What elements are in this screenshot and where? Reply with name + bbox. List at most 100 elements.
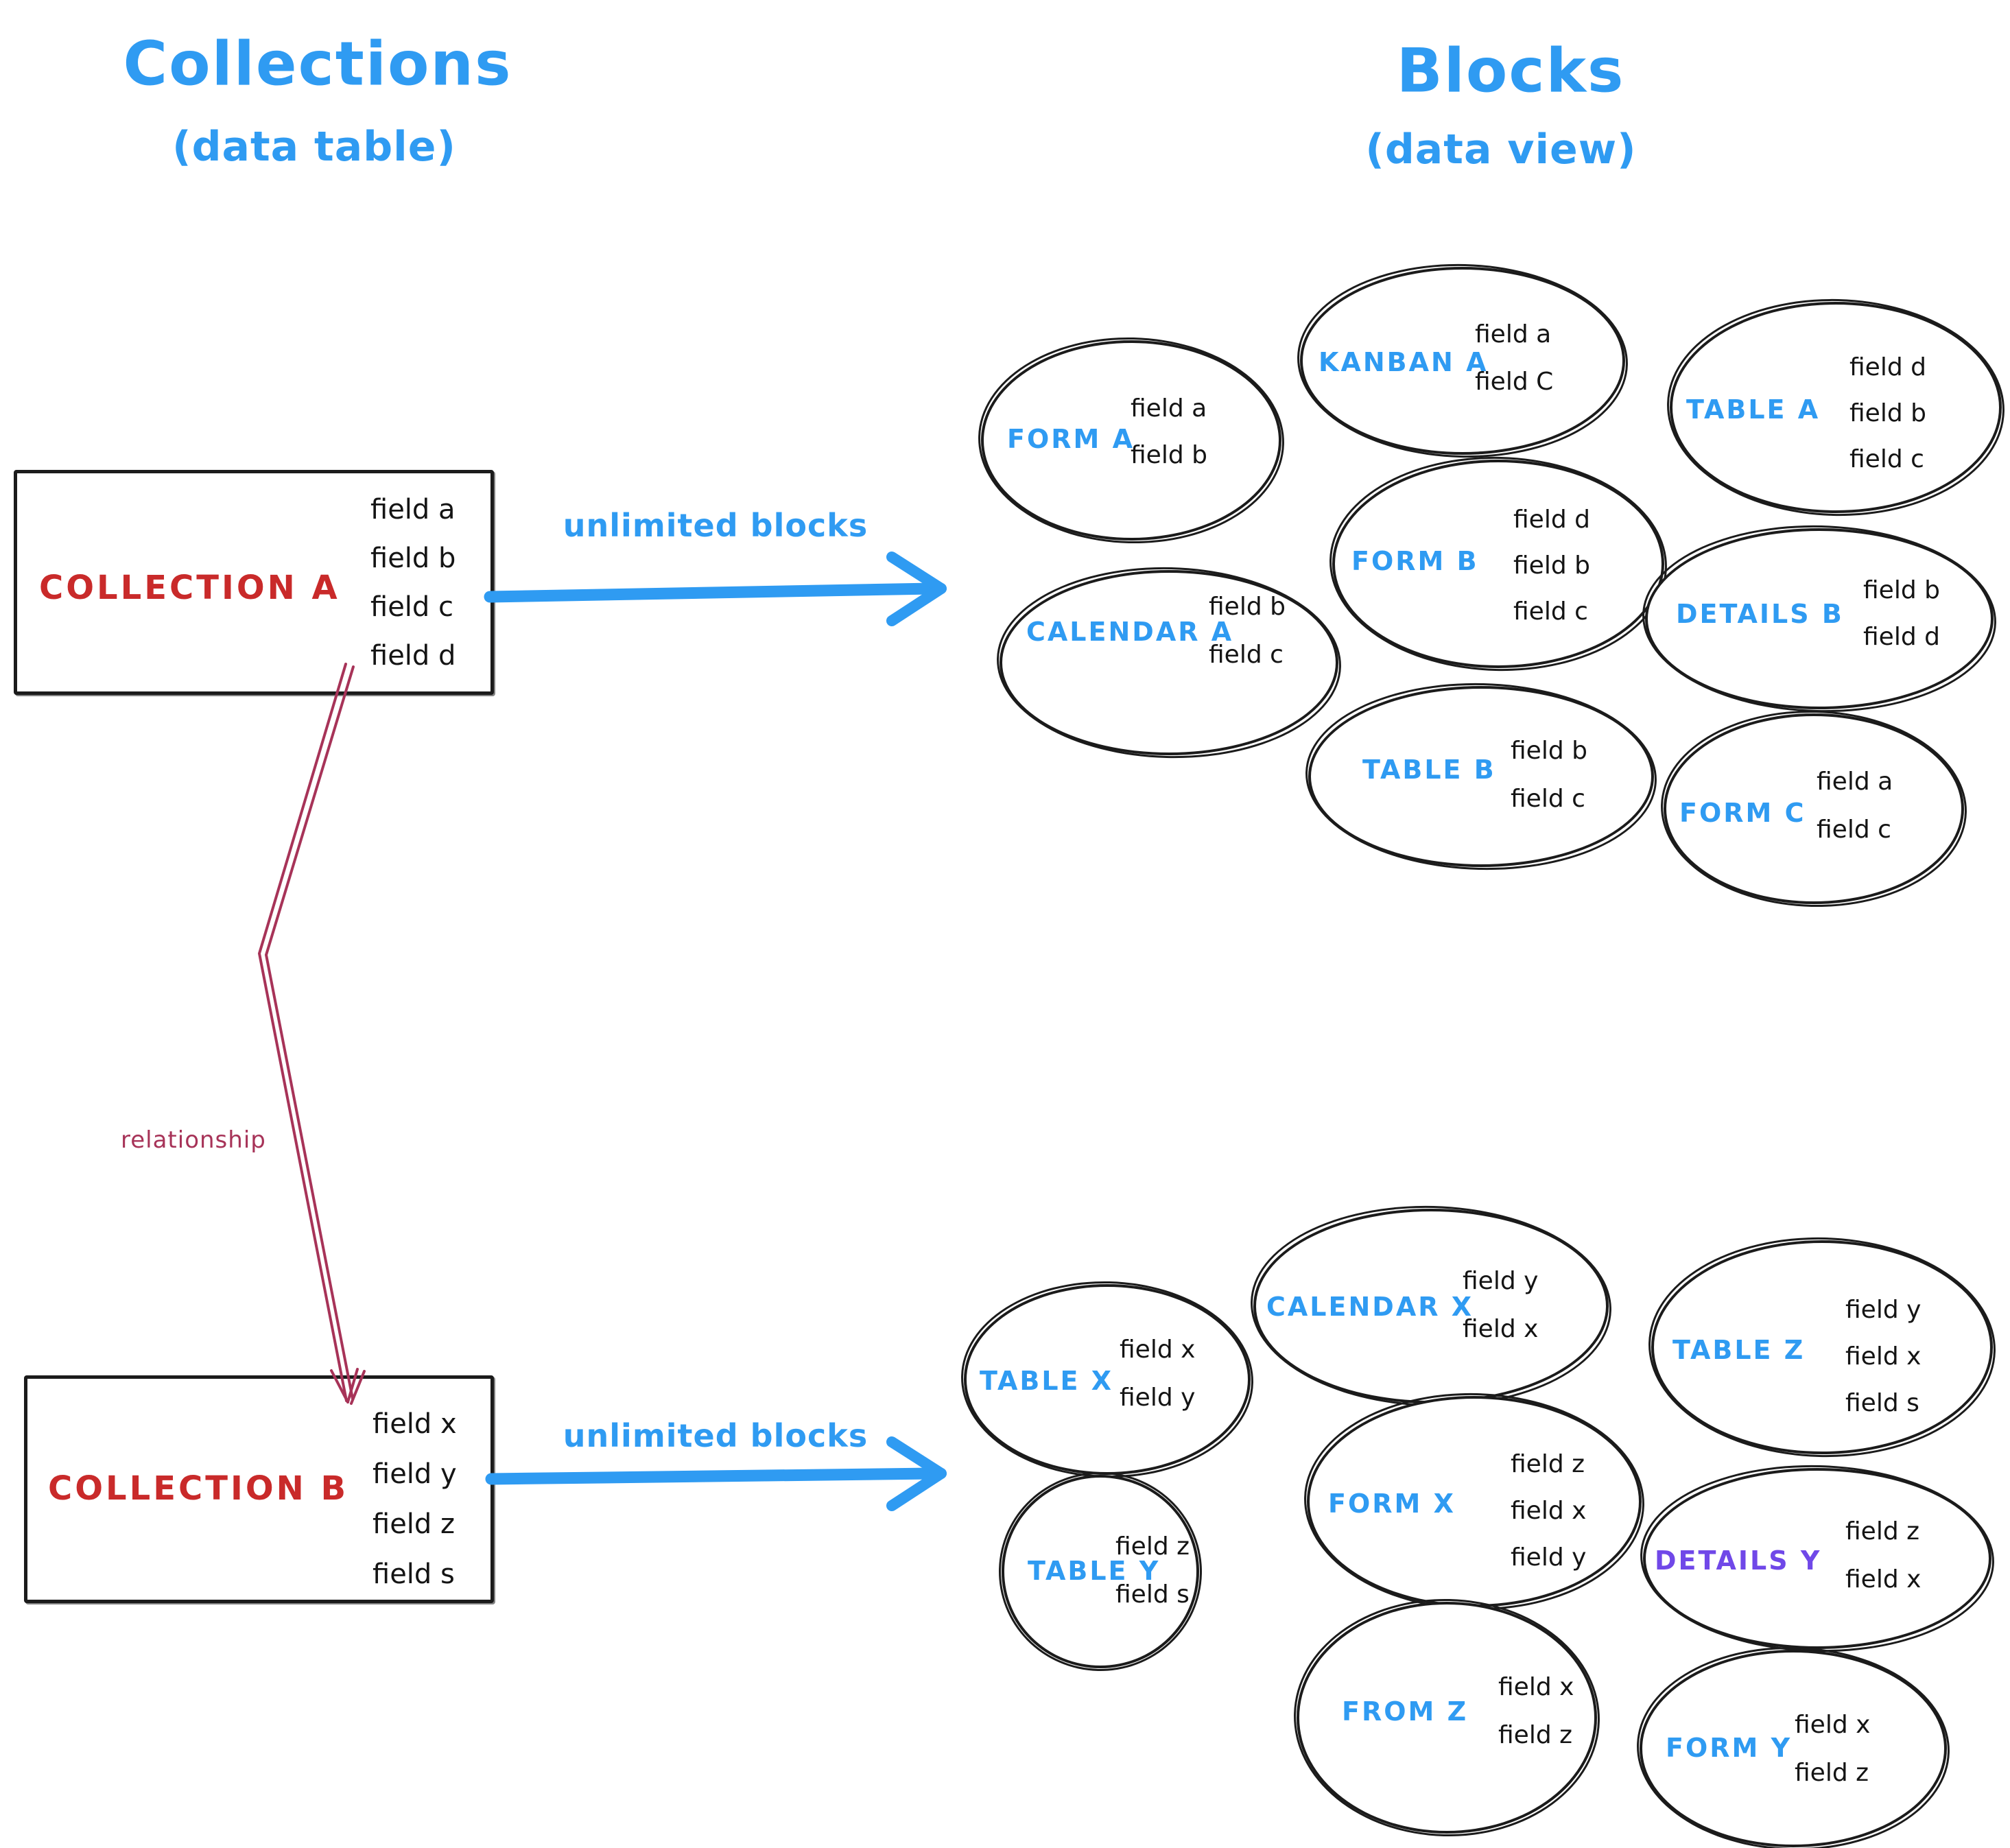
relationship-label: relationship xyxy=(121,1126,266,1154)
block-fields-table-x: field x field y xyxy=(1120,1326,1195,1422)
block-label-form-b: FORM B xyxy=(1351,546,1479,576)
block-ellipse-form-b xyxy=(1332,460,1664,668)
unlimited-blocks-arrow-top xyxy=(484,552,947,626)
block-field: field c xyxy=(1209,641,1284,669)
block-label-form-x: FORM X xyxy=(1328,1489,1456,1519)
block-field: field y xyxy=(1463,1267,1539,1295)
block-field: field b xyxy=(1131,441,1207,469)
block-ellipse-table-y xyxy=(1002,1475,1199,1668)
collection-field: field b xyxy=(370,543,456,574)
block-field: field s xyxy=(1845,1389,1919,1417)
block-ellipse-from-z xyxy=(1297,1602,1597,1834)
unlimited-blocks-label-bottom: unlimited blocks xyxy=(563,1417,868,1454)
block-field: field x xyxy=(1120,1336,1196,1364)
block-field: field b xyxy=(1513,551,1590,580)
block-field: field c xyxy=(1817,816,1891,844)
block-ellipse-form-y xyxy=(1640,1650,1947,1847)
collection-b-title: COLLECTION B xyxy=(48,1469,349,1508)
block-label-from-z: FROM Z xyxy=(1342,1696,1469,1727)
block-fields-details-y: field z field x xyxy=(1845,1508,1921,1604)
block-field: field d xyxy=(1863,623,1940,651)
collection-field: field d xyxy=(370,640,456,672)
block-fields-kanban-a: field a field C xyxy=(1475,311,1553,405)
block-label-table-b: TABLE B xyxy=(1362,755,1496,785)
block-field: field z xyxy=(1115,1532,1190,1561)
blocks-subheader: (data view) xyxy=(1365,126,1637,174)
block-field: field a xyxy=(1817,768,1893,796)
block-field: field c xyxy=(1511,785,1585,813)
block-field: field C xyxy=(1475,368,1554,396)
block-fields-form-c: field a field c xyxy=(1817,758,1893,854)
block-field: field y xyxy=(1120,1384,1196,1412)
block-fields-form-x: field z field x field y xyxy=(1511,1441,1586,1581)
block-fields-table-y: field z field s xyxy=(1115,1523,1190,1619)
block-field: field z xyxy=(1511,1450,1585,1478)
block-fields-form-y: field x field z xyxy=(1795,1701,1870,1797)
block-ellipse-details-y xyxy=(1643,1468,1991,1649)
block-field: field y xyxy=(1845,1296,1922,1324)
block-label-form-c: FORM C xyxy=(1679,798,1806,828)
block-label-table-y: TABLE Y xyxy=(1028,1556,1161,1586)
block-field: field a xyxy=(1475,320,1552,348)
collection-field: field z xyxy=(373,1508,456,1540)
block-field: field z xyxy=(1795,1759,1869,1787)
block-field: field y xyxy=(1511,1543,1587,1572)
blocks-header: Blocks xyxy=(1396,35,1625,106)
block-field: field x xyxy=(1498,1673,1574,1701)
collection-field: field s xyxy=(373,1559,455,1590)
block-field: field c xyxy=(1513,597,1588,626)
block-label-kanban-a: KANBAN A xyxy=(1319,347,1489,377)
collection-field: field a xyxy=(370,494,456,525)
collection-a-title: COLLECTION A xyxy=(39,569,340,607)
block-field: field s xyxy=(1115,1580,1190,1609)
block-ellipse-form-x xyxy=(1307,1396,1642,1607)
block-fields-details-b: field b field d xyxy=(1863,567,1940,661)
block-fields-table-b: field b field c xyxy=(1511,727,1587,823)
block-field: field x xyxy=(1463,1315,1539,1343)
block-field: field b xyxy=(1849,399,1926,427)
block-label-details-y: DETAILS Y xyxy=(1655,1545,1822,1576)
block-label-table-x: TABLE X xyxy=(980,1366,1114,1396)
collections-subheader: (data table) xyxy=(172,123,456,171)
block-ellipse-form-a xyxy=(981,340,1281,541)
block-ellipse-kanban-a xyxy=(1300,267,1625,455)
block-field: field x xyxy=(1845,1565,1922,1594)
block-label-table-z: TABLE Z xyxy=(1672,1335,1806,1365)
block-fields-calendar-x: field y field x xyxy=(1463,1257,1538,1353)
block-fields-from-z: field x field z xyxy=(1498,1663,1574,1760)
block-label-calendar-a: CALENDAR A xyxy=(1026,617,1234,647)
collections-header: Collections xyxy=(123,28,512,99)
block-field: field x xyxy=(1795,1711,1871,1739)
relationship-line xyxy=(257,663,366,1405)
block-label-form-y: FORM Y xyxy=(1666,1733,1793,1763)
block-ellipse-table-x xyxy=(964,1284,1251,1475)
block-label-table-a: TABLE A xyxy=(1686,394,1821,425)
collection-a-fields: field a field b field c field d xyxy=(370,486,456,680)
block-field: field b xyxy=(1511,737,1587,765)
block-ellipse-table-a xyxy=(1670,302,2002,513)
block-field: field b xyxy=(1863,576,1940,604)
block-ellipse-table-z xyxy=(1651,1240,1993,1454)
collection-field: field y xyxy=(373,1458,457,1490)
block-fields-form-b: field d field b field c xyxy=(1513,497,1590,635)
block-ellipse-calendar-a xyxy=(1000,570,1338,755)
block-fields-calendar-a: field b field c xyxy=(1209,583,1286,679)
block-field: field z xyxy=(1845,1517,1920,1545)
block-field: field d xyxy=(1513,505,1590,534)
block-ellipse-details-b xyxy=(1645,528,1994,709)
block-field: field z xyxy=(1498,1721,1573,1749)
block-fields-form-a: field a field b xyxy=(1131,386,1207,479)
block-field: field c xyxy=(1849,445,1924,473)
block-ellipse-table-b xyxy=(1308,686,1654,867)
block-label-form-a: FORM A xyxy=(1007,424,1135,454)
block-field: field a xyxy=(1131,394,1207,423)
collection-field: field c xyxy=(370,591,454,623)
block-field: field x xyxy=(1511,1497,1587,1525)
block-field: field b xyxy=(1209,593,1286,621)
